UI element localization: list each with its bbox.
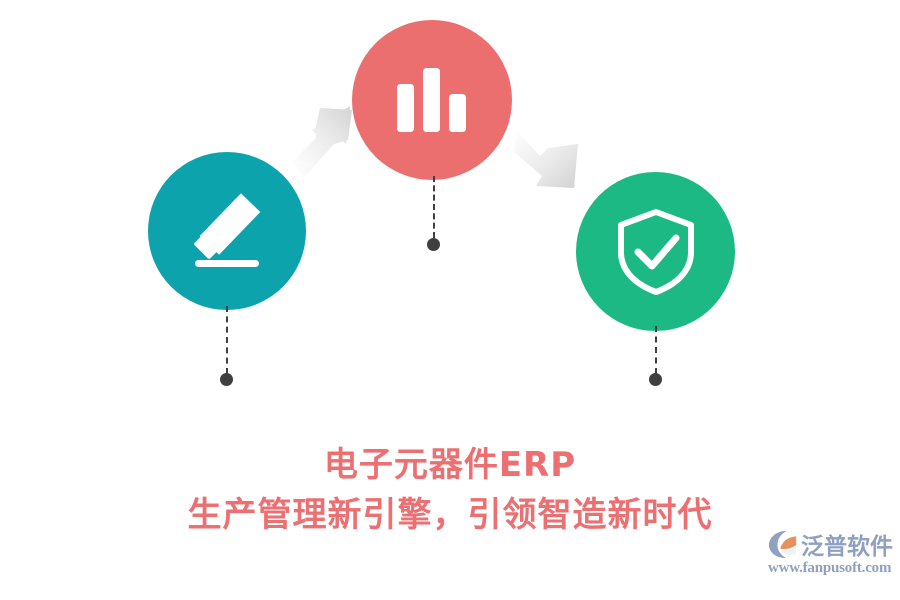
arrow-down-right-icon xyxy=(512,122,592,211)
node-edit[interactable] xyxy=(148,152,306,310)
brand-logo-name: 泛普软件 xyxy=(801,534,893,560)
headline: 电子元器件ERP 生产管理新引擎，引领智造新时代 xyxy=(0,444,900,537)
brand-logo-row: 泛普软件 xyxy=(768,527,894,561)
headline-line-2: 生产管理新引擎，引领智造新时代 xyxy=(187,494,713,535)
pencil-edit-icon xyxy=(194,193,261,267)
marker-dot-2 xyxy=(427,238,440,251)
node-shield[interactable] xyxy=(576,172,735,331)
marker-dot-3 xyxy=(649,373,662,386)
headline-line-1: 电子元器件ERP xyxy=(323,445,577,485)
brand-logo[interactable]: 泛普软件 www.fanpusoft.com xyxy=(768,527,894,589)
node-chart[interactable] xyxy=(352,20,512,180)
shield-check-icon xyxy=(617,208,694,295)
marker-dot-1 xyxy=(220,373,233,386)
connector-stem-3 xyxy=(655,326,657,374)
fanpu-circle-logo-icon xyxy=(769,530,797,559)
bar-chart-icon xyxy=(397,68,466,132)
connector-stem-1 xyxy=(226,306,228,374)
connector-stem-2 xyxy=(433,176,435,238)
brand-logo-url: www.fanpusoft.com xyxy=(768,560,892,576)
